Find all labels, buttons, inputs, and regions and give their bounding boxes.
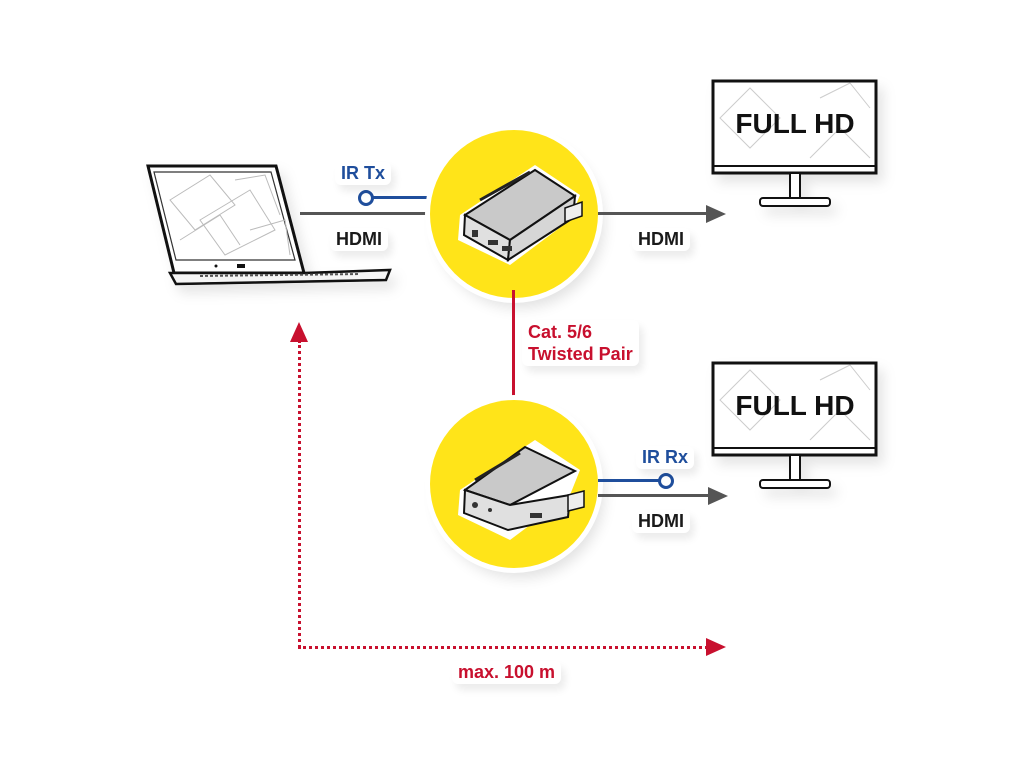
monitor-icon <box>711 361 878 489</box>
transmitter-unit <box>430 130 598 298</box>
cable-type-label: Cat. 5/6 Twisted Pair <box>522 320 639 366</box>
tx-out-hdmi-label: HDMI <box>632 228 690 251</box>
hdmi-cable-laptop <box>300 212 435 215</box>
hdmi-cable-local <box>598 212 708 215</box>
distance-vertical-dotted-line <box>298 340 301 648</box>
arrow-up-icon <box>290 322 308 342</box>
distance-label: max. 100 m <box>452 661 562 684</box>
arrow-right-icon <box>708 487 728 505</box>
cable-type-label-line1: Cat. 5/6 <box>528 322 593 342</box>
hdmi-cable-remote <box>598 494 710 497</box>
distance-horizontal-dotted-line <box>298 646 708 649</box>
monitor-remote: FULL HD <box>710 360 880 495</box>
laptop-icon <box>146 164 392 286</box>
extender-device-icon <box>458 440 585 540</box>
rx-out-hdmi-label: HDMI <box>632 510 690 533</box>
arrow-right-icon <box>706 205 726 223</box>
ir-rx-endpoint-icon <box>658 473 674 489</box>
ir-rx-cable <box>598 479 660 482</box>
twisted-pair-cable <box>512 290 515 402</box>
monitor-remote-screen-text: FULL HD <box>735 390 855 421</box>
ir-rx-label: IR Rx <box>636 446 695 469</box>
ir-tx-endpoint-icon <box>358 190 374 206</box>
laptop <box>140 160 400 290</box>
monitor-icon <box>711 79 878 207</box>
laptop-hdmi-label: HDMI <box>330 228 388 251</box>
monitor-local: FULL HD <box>710 78 880 213</box>
arrow-right-icon <box>706 638 726 656</box>
ir-tx-cable <box>368 196 435 199</box>
ir-tx-label: IR Tx <box>335 162 392 185</box>
receiver-unit <box>430 400 598 568</box>
monitor-local-screen-text: FULL HD <box>735 108 855 139</box>
extender-device-icon <box>458 165 583 265</box>
cable-type-label-line2: Twisted Pair <box>528 344 633 364</box>
